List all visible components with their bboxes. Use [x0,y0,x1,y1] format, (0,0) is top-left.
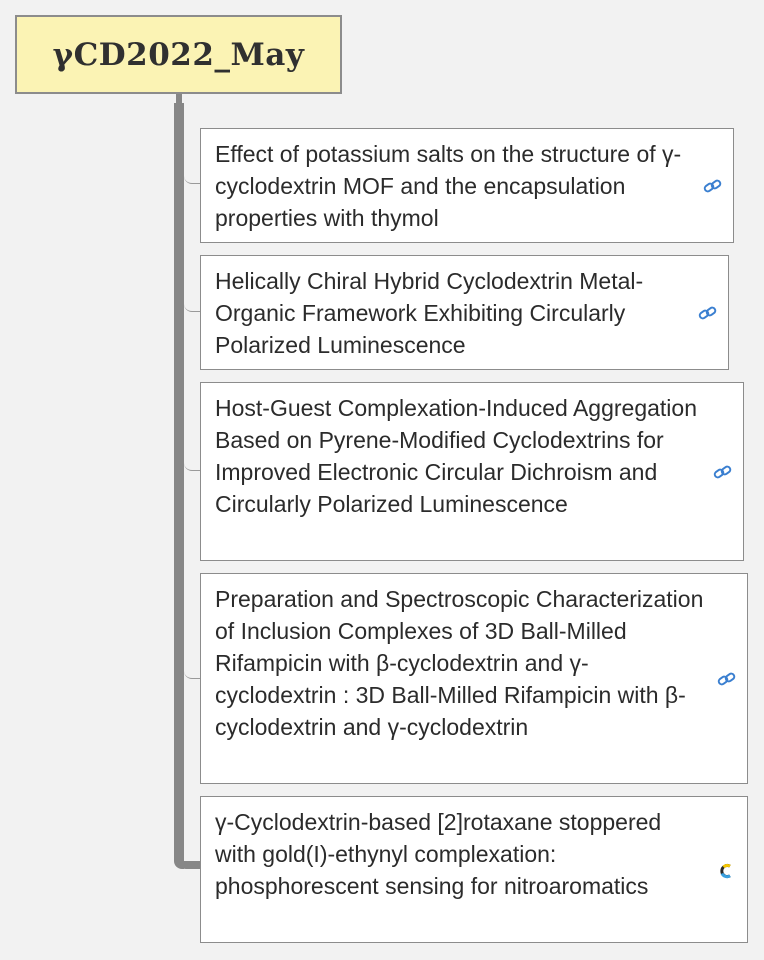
branch-trunk [174,103,184,869]
branch-connector [184,300,200,312]
subtopic[interactable]: Effect of potassium salts on the structu… [200,128,734,243]
hyperlink-icon[interactable] [703,179,723,193]
trunk-stub [176,94,182,106]
crossref-icon[interactable] [719,863,735,879]
subtopic[interactable]: γ-Cyclodextrin-based [2]rotaxane stopper… [200,796,748,943]
hyperlink-icon[interactable] [717,672,737,686]
hyperlink-icon[interactable] [713,465,733,479]
subtopic-text: Host-Guest Complexation-Induced Aggregat… [215,395,698,517]
subtopic-text: Effect of potassium salts on the structu… [215,141,682,231]
subtopic-text: γ-Cyclodextrin-based [2]rotaxane stopper… [215,809,662,899]
root-topic[interactable]: γCD2022_May [15,15,342,94]
branch-connector [184,459,200,471]
subtopic-text: Helically Chiral Hybrid Cyclodextrin Met… [215,268,644,358]
branch-trunk-foot [180,861,202,869]
subtopic-text: Preparation and Spectroscopic Characteri… [215,586,704,740]
hyperlink-icon[interactable] [698,306,718,320]
root-topic-title: γCD2022_May [52,36,305,73]
subtopic[interactable]: Preparation and Spectroscopic Characteri… [200,573,748,784]
branch-connector [184,667,200,679]
subtopic[interactable]: Host-Guest Complexation-Induced Aggregat… [200,382,744,561]
subtopic[interactable]: Helically Chiral Hybrid Cyclodextrin Met… [200,255,729,370]
branch-connector [184,172,200,184]
